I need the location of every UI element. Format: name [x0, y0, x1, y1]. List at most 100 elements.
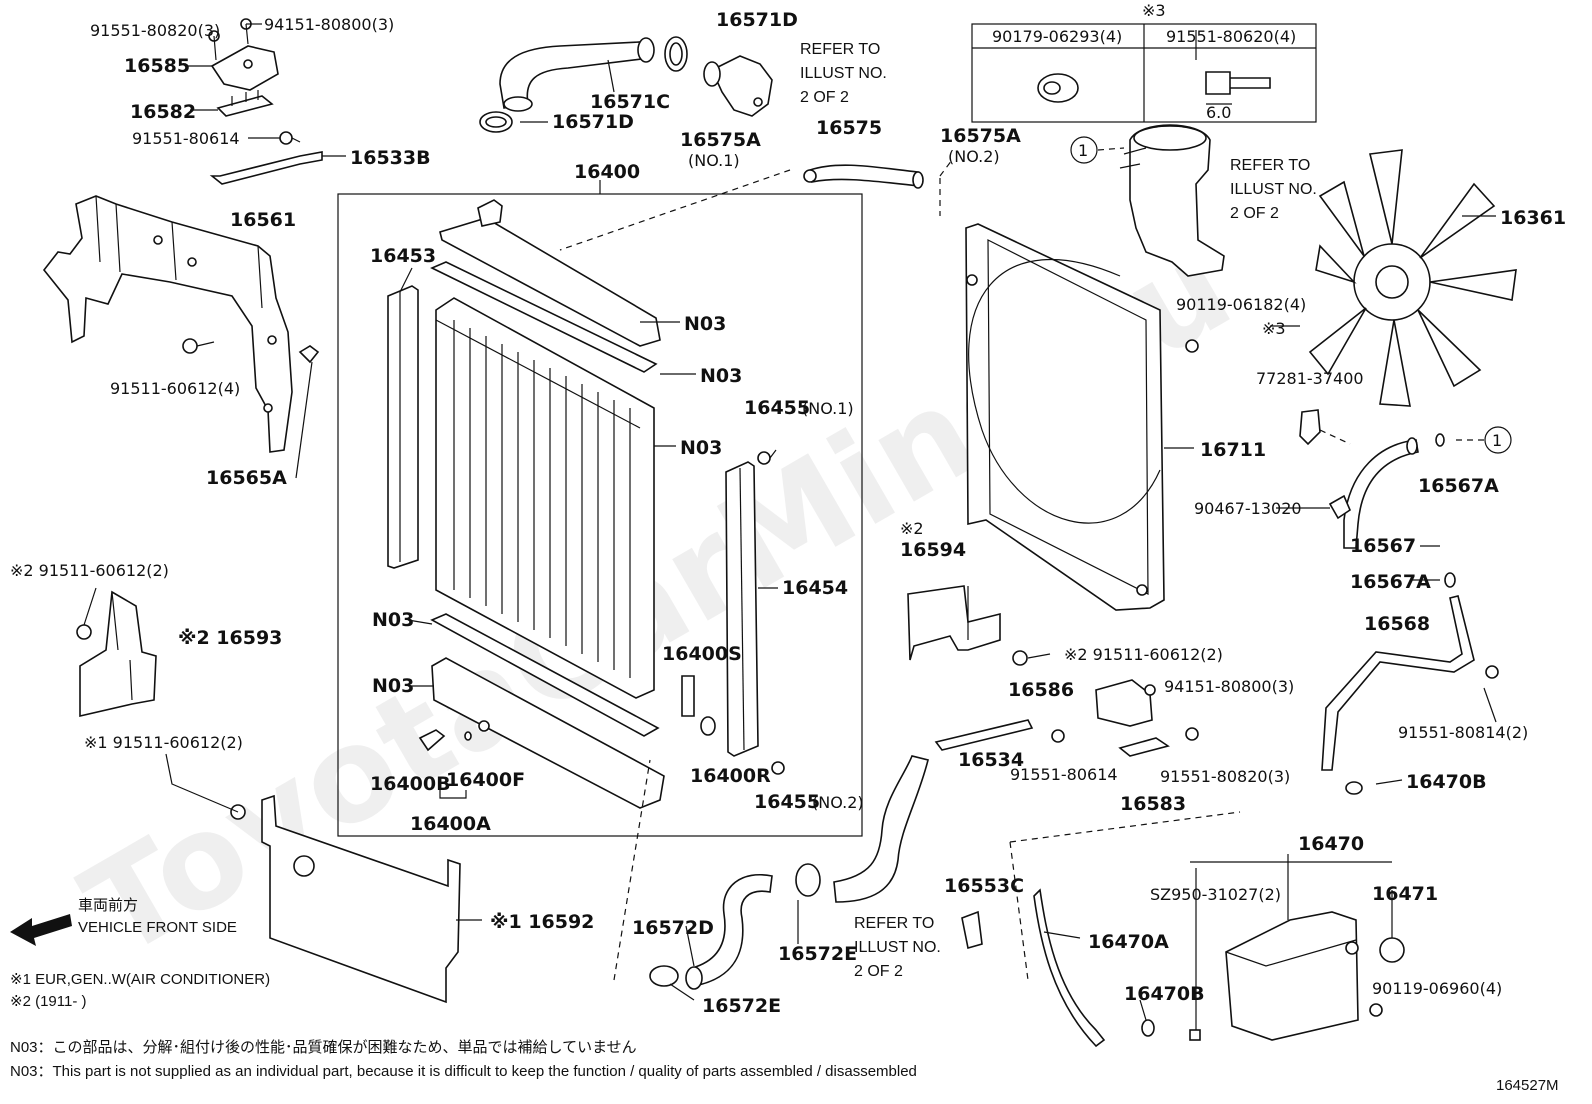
leader-circle-1-top	[1097, 147, 1125, 151]
bolt-91551-80614-drawing	[279, 131, 301, 145]
bolt-91511-60612-right-drawing	[1012, 650, 1028, 666]
clip-90467-13020-drawing	[1328, 494, 1351, 520]
hose-16567-drawing	[1343, 437, 1419, 549]
callout-circle-1-top	[1070, 136, 1098, 164]
label-16470B-a: 16470B	[1406, 771, 1487, 793]
label-16561: 16561	[230, 209, 296, 231]
label-77281-37400: 77281-37400	[1256, 369, 1364, 388]
label-16400A: 16400A	[410, 813, 491, 835]
clip-sz950-drawing	[1189, 1029, 1201, 1041]
label-16594: 16594	[900, 539, 966, 561]
bolt-90119-06182-drawing	[1185, 339, 1199, 353]
label-16567A-b: 16567A	[1350, 571, 1431, 593]
lower-hose-drawing	[833, 755, 929, 903]
fan-16361-drawing	[1308, 149, 1517, 407]
refer-right-line3: 2 OF 2	[1230, 205, 1279, 222]
plate-16582-drawing	[216, 90, 274, 117]
label-91551-80614a: 91551-80614	[132, 129, 240, 148]
label-16582: 16582	[130, 101, 196, 123]
label-16593: ※2 16593	[178, 627, 282, 649]
legend-note1: ※1 EUR,GEN..W(AIR CONDITIONER)	[10, 971, 270, 988]
bracket-16594-drawing	[907, 585, 1001, 661]
table-dim: 6.0	[1206, 103, 1231, 122]
label-16572D: 16572D	[632, 917, 714, 939]
ring-16400F-drawing	[464, 731, 472, 741]
hose-16572D-drawing	[685, 874, 773, 990]
label-mark3: ※3	[1262, 319, 1286, 338]
label-16575A-2: 16575A	[940, 125, 1021, 147]
label-16575A-1-qty: (NO.1)	[688, 151, 740, 170]
refer-top-line1: REFER TO	[800, 41, 880, 58]
hose-16575-drawing	[803, 164, 924, 189]
label-16594-mark: ※2	[900, 519, 924, 538]
label-91551-80820-3a: 91551-80820(3)	[90, 21, 220, 40]
label-16470: 16470	[1298, 833, 1364, 855]
label-16575: 16575	[816, 117, 882, 139]
label-16534: 16534	[958, 749, 1024, 771]
clip-16553C-drawing	[961, 910, 983, 950]
label-91511-60612-2r: ※2 91511-60612(2)	[1064, 645, 1223, 664]
bolt-91551-80614-right-drawing	[1051, 729, 1065, 743]
fastener-table	[971, 23, 1317, 123]
label-16575A-2-qty: (NO.2)	[948, 147, 1000, 166]
refer-bottom-line3: 2 OF 2	[854, 963, 903, 980]
rod-16534-drawing	[934, 719, 1034, 751]
label-16592: ※1 16592	[490, 911, 594, 933]
callout-circle-1-bottom	[1484, 426, 1512, 454]
refer-bottom-line1: REFER TO	[854, 915, 934, 932]
radiator-16400-drawing	[430, 199, 665, 809]
label-n03-d: N03	[372, 609, 414, 631]
clamp-16567A-drawing	[1435, 433, 1456, 588]
leader-tank-16470	[1009, 811, 1241, 981]
label-16586: 16586	[1008, 679, 1074, 701]
label-16400F: 16400F	[446, 769, 525, 791]
label-16400: 16400	[574, 161, 640, 183]
label-n03-b: N03	[700, 365, 742, 387]
side-member-16453-drawing	[387, 285, 419, 569]
label-16454: 16454	[782, 577, 848, 599]
bracket-16593-drawing	[76, 587, 157, 718]
label-16533B: 16533B	[350, 147, 431, 169]
label-n03-e: N03	[372, 675, 414, 697]
clip-16565A-drawing	[295, 345, 320, 479]
label-16565A: 16565A	[206, 467, 287, 489]
label-91511-60612-2b: ※1 91511-60612(2)	[84, 733, 243, 752]
fan-shroud-16711-drawing	[965, 223, 1165, 611]
front-side-en: VEHICLE FRONT SIDE	[78, 919, 237, 936]
bolt-16455-1-drawing	[757, 449, 777, 465]
hose-16571C-drawing	[499, 37, 655, 112]
leader-hose-16575-right	[939, 159, 953, 216]
label-16572E-b: 16572E	[702, 995, 781, 1017]
label-91551-80614b: 91551-80614	[1010, 765, 1118, 784]
rod-16533B-drawing	[209, 151, 323, 185]
label-16400B: 16400B	[370, 773, 451, 795]
circle-1-bottom-text: 1	[1492, 431, 1502, 450]
label-16583: 16583	[1120, 793, 1186, 815]
label-16571C: 16571C	[590, 91, 670, 113]
bolt-91551-80820-right-drawing	[1185, 727, 1199, 741]
reservoir-drawing	[1119, 124, 1225, 277]
label-16455-1-qty: (NO.1)	[802, 399, 854, 418]
shroud-16561-drawing	[42, 195, 293, 453]
label-16585: 16585	[124, 55, 190, 77]
footnote-jp: N03：この部品は、分解･組付け後の性能･品質確保が困難なため、単品では補給して…	[10, 1038, 637, 1056]
table-mark: ※3	[1142, 1, 1166, 20]
footnote-en: N03：This part is not supplied as an indi…	[10, 1063, 917, 1080]
clamp-16571D-mid-drawing	[479, 111, 513, 133]
label-n03-c: N03	[680, 437, 722, 459]
leader-lines	[186, 23, 1497, 1030]
plug-16400R-drawing	[700, 716, 716, 736]
label-91511-60612-4: 91511-60612(4)	[110, 379, 240, 398]
tank-16470-drawing	[1225, 911, 1359, 1041]
table-col1: 90179-06293(4)	[992, 27, 1122, 46]
clamp-16571D-top-drawing	[664, 36, 688, 72]
label-16568: 16568	[1364, 613, 1430, 635]
bracket-16585-drawing	[208, 18, 279, 91]
label-90119-06182: 90119-06182(4)	[1176, 295, 1306, 314]
label-16572E-a: 16572E	[778, 943, 857, 965]
bolt-16455-2-drawing	[771, 761, 785, 775]
side-member-16454-drawing	[725, 461, 759, 757]
clip-77281-37400-drawing	[1299, 409, 1351, 446]
